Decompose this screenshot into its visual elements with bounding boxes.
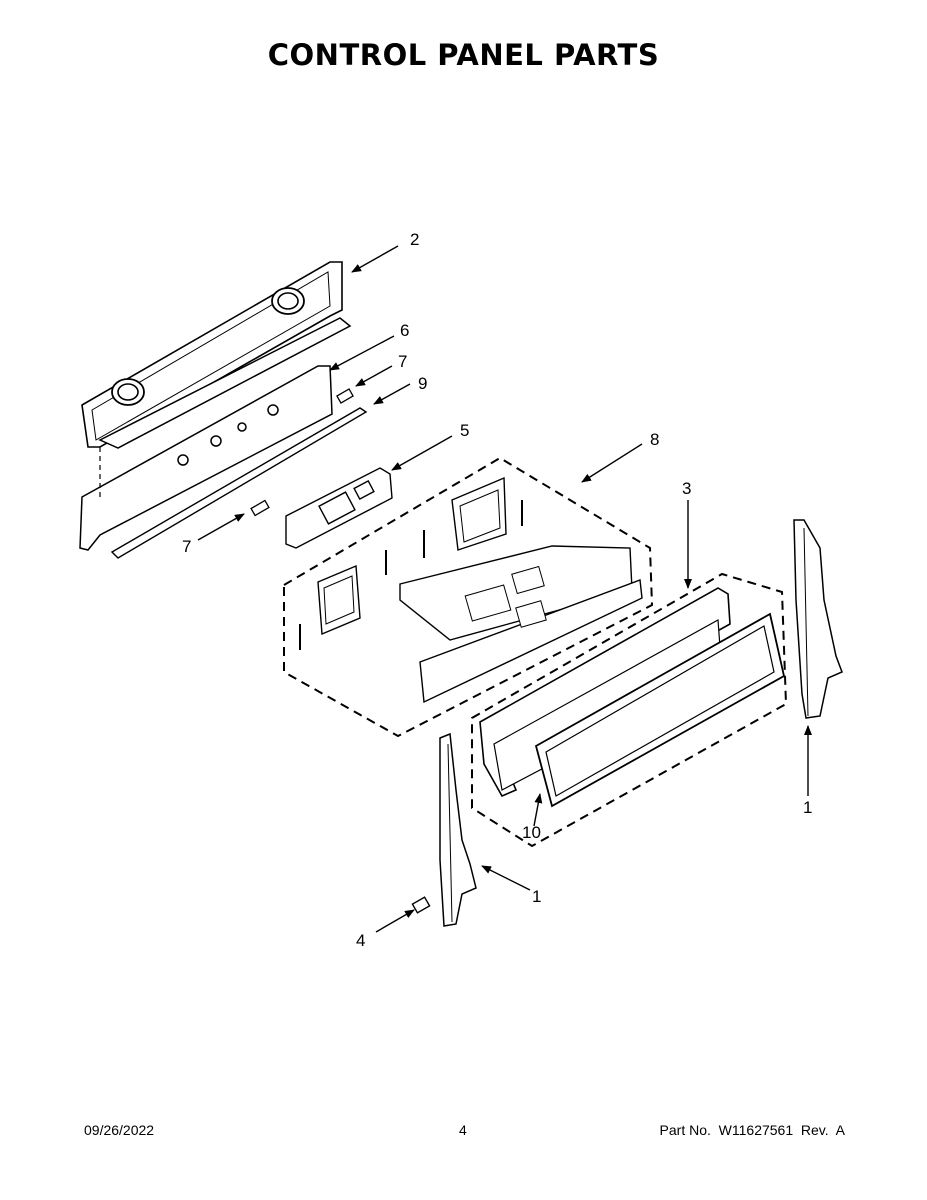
part-4-screw bbox=[411, 896, 431, 914]
part-9-strip bbox=[110, 407, 368, 559]
callout-10: 10 bbox=[522, 823, 541, 842]
part-2-rear-panel bbox=[81, 261, 343, 448]
footer-date: 09/26/2022 bbox=[84, 1122, 155, 1138]
callout-4: 4 bbox=[356, 931, 365, 950]
part-5-control-board bbox=[285, 467, 393, 549]
footer-part-number: Part No. W11627561 Rev. A bbox=[659, 1122, 845, 1138]
part-1-side-bracket-right bbox=[793, 519, 843, 719]
callout-1-left: 1 bbox=[532, 887, 541, 906]
page-title: CONTROL PANEL PARTS bbox=[267, 38, 660, 72]
callout-2: 2 bbox=[410, 230, 419, 249]
part-8-spacers bbox=[299, 500, 523, 650]
callout-8: 8 bbox=[650, 430, 659, 449]
part-8-group-outline bbox=[283, 456, 654, 738]
part-3-group-outline bbox=[471, 572, 788, 848]
callout-3: 3 bbox=[682, 479, 691, 498]
callout-5: 5 bbox=[460, 421, 469, 440]
callout-7-upper: 7 bbox=[398, 352, 407, 371]
callout-9: 9 bbox=[418, 374, 427, 393]
part-7-screw-lower bbox=[250, 499, 270, 517]
callout-1-right: 1 bbox=[803, 798, 812, 817]
callout-7-lower: 7 bbox=[182, 537, 191, 556]
part-10-trim bbox=[534, 612, 786, 808]
part-1-side-bracket-left bbox=[439, 732, 477, 927]
leader-lines bbox=[197, 245, 812, 933]
part-8-keypad-assembly bbox=[317, 476, 643, 704]
footer-page-number: 4 bbox=[459, 1122, 467, 1138]
callout-6: 6 bbox=[400, 321, 409, 340]
part-7-screw-upper bbox=[336, 388, 354, 404]
part-6-bracket bbox=[79, 317, 352, 551]
